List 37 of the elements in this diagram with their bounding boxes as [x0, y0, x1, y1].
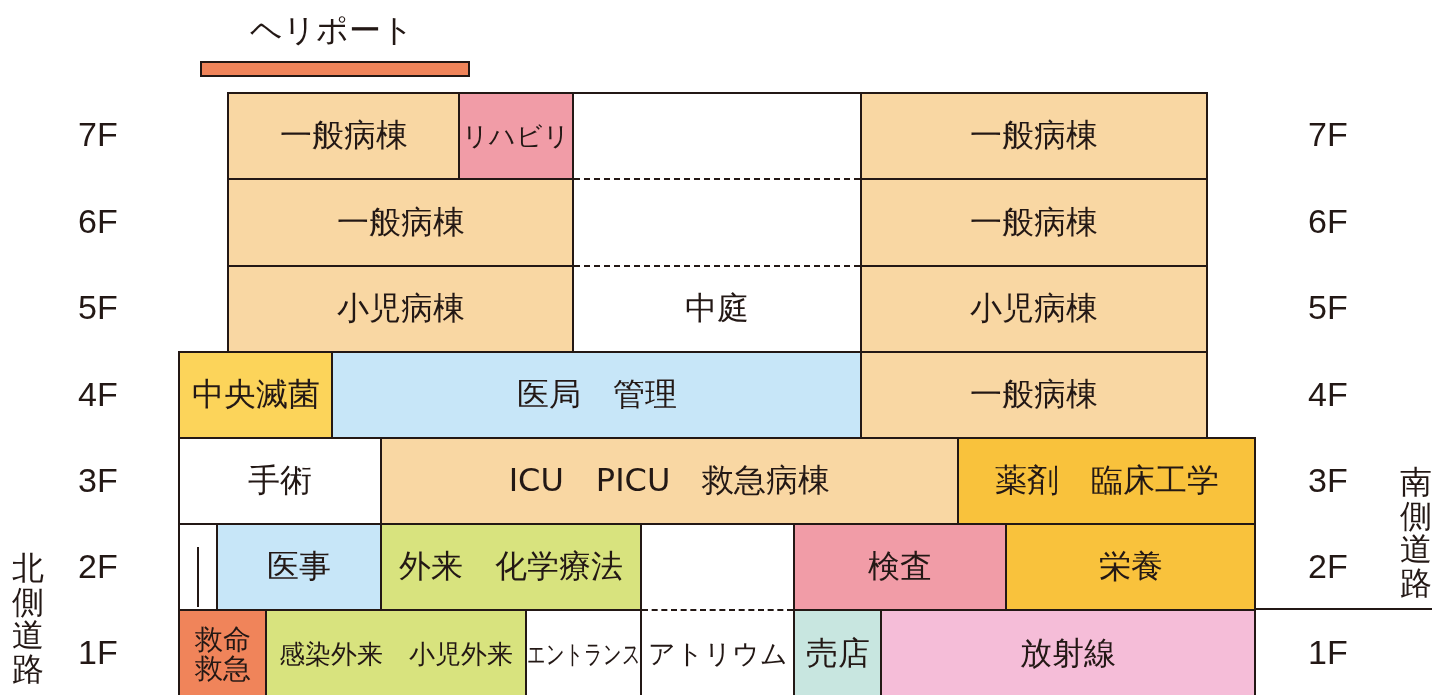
- floor-label: 3F: [1308, 463, 1348, 497]
- room-cell: 小児病棟: [860, 265, 1208, 353]
- room-cell: 一般病棟: [227, 92, 460, 180]
- room-cell: 小児病棟: [227, 265, 574, 353]
- room-cell: 一般病棟: [860, 92, 1208, 180]
- room-cell: 中央滅菌: [178, 351, 333, 439]
- floor-label: 2F: [78, 549, 118, 583]
- room-cell: 感染外来 小児外来: [265, 609, 527, 695]
- room-cell: 医事: [216, 523, 382, 611]
- floor-label: 5F: [78, 290, 118, 324]
- floor-label: 1F: [78, 635, 118, 669]
- room-cell: 売店: [793, 609, 882, 695]
- room-cell: 放射線: [880, 609, 1256, 695]
- floor-label: 4F: [78, 377, 118, 411]
- room-cell: ICU PICU 救急病棟: [380, 437, 959, 525]
- helipad-label: ヘリポート: [250, 14, 414, 46]
- room-cell: 検査: [793, 523, 1007, 611]
- floor-label: 5F: [1308, 290, 1348, 324]
- room-cell: リハビリ: [458, 92, 574, 180]
- room-cell: 医局 管理: [331, 351, 862, 439]
- room-cell: 救命救急: [178, 609, 267, 695]
- room-cell: 一般病棟: [860, 351, 1208, 439]
- floor-label: 6F: [78, 204, 118, 238]
- floor-label: 7F: [78, 117, 118, 151]
- road-label: 南側道路: [1400, 466, 1433, 601]
- floor-label: 1F: [1308, 635, 1348, 669]
- road-label: 北側道路: [12, 552, 45, 687]
- room-cell: 外来 化学療法: [380, 523, 642, 611]
- room-cell: 一般病棟: [227, 178, 574, 267]
- room-cell: 栄養: [1005, 523, 1256, 611]
- floor-label: 6F: [1308, 204, 1348, 238]
- floor-label: 3F: [78, 463, 118, 497]
- floor-label: 7F: [1308, 117, 1348, 151]
- room-cell: 薬剤 臨床工学: [957, 437, 1256, 525]
- room-cell: 一般病棟: [860, 178, 1208, 267]
- floor-label: 2F: [1308, 549, 1348, 583]
- floor-label: 4F: [1308, 377, 1348, 411]
